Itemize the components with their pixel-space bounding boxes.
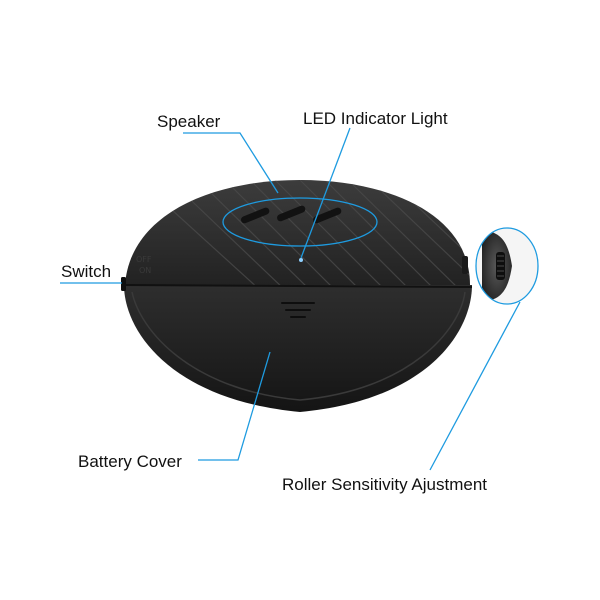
led-leader-line (300, 127, 351, 259)
battery-cover-grip (281, 302, 315, 318)
battery-leader-line (198, 351, 271, 461)
speaker-highlight-ellipse (222, 197, 378, 247)
device-base (124, 285, 472, 412)
speaker-label: Speaker (157, 112, 221, 131)
device-top-shell (125, 180, 470, 285)
battery-cover-label: Battery Cover (78, 452, 182, 471)
roller-sensitivity-label: Roller Sensitivity Ajustment (282, 475, 487, 494)
device-seam (123, 284, 473, 288)
speaker-leader-line (183, 132, 279, 194)
side-nub (462, 256, 468, 274)
roller-leader-line (429, 301, 521, 471)
device-rim-highlight (131, 291, 466, 401)
led-indicator-label: LED Indicator Light (303, 109, 448, 128)
speaker-grille (241, 205, 342, 224)
switch-label: Switch (61, 262, 111, 281)
roller-inset (475, 227, 539, 305)
switch-slider (121, 277, 126, 291)
switch-off-mark: OFF (136, 255, 152, 264)
switch-on-mark: ON (139, 266, 151, 275)
background-glow (35, 90, 175, 170)
led-indicator-dot (299, 258, 303, 262)
